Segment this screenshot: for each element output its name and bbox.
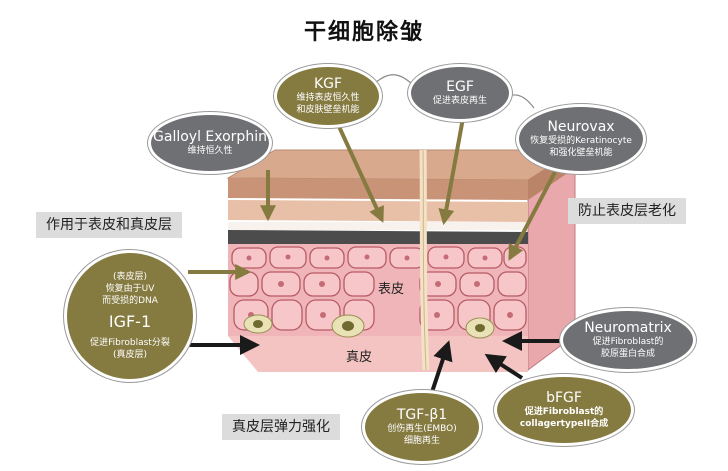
egf-desc: 促进表皮再生 (432, 96, 487, 106)
bubble-neuromatrix: Neuromatrix 促进Fibroblast的 胶原蛋白合成 (560, 308, 696, 372)
tgf-desc-2: 细胞再生 (403, 436, 440, 446)
igf-desc-3: 而受损的DNA (102, 296, 158, 306)
neuromatrix-name: Neuromatrix (584, 320, 672, 336)
bfgf-desc-2: collagertypeII合成 (519, 419, 609, 429)
arrow-neurovax (508, 171, 557, 261)
igf-desc-4: 促进Fibroblast分裂 (90, 338, 170, 348)
neuromatrix-desc-1: 促进Fibroblast的 (592, 337, 664, 347)
galloyl-desc: 维持恒久性 (187, 146, 233, 156)
tgf-name: TGF-β1 (396, 407, 448, 423)
bubble-igf-1: (表皮层) 恢复由于UV 而受损的DNA IGF-1 促进Fibroblast分… (64, 250, 196, 382)
label-dermis-elasticity: 真皮层弹力强化 (222, 414, 340, 440)
label-epidermis-dermis: 作用于表皮和真皮层 (36, 212, 182, 238)
dermis-layer (228, 336, 528, 372)
igf-name: IGF-1 (108, 312, 152, 331)
bfgf-name: bFGF (546, 390, 582, 406)
diagram-title: 干细胞除皱 (303, 20, 424, 45)
region-dermis: 真皮 (346, 350, 373, 365)
bubble-tgf-beta-1: TGF-β1 创伤再生(EMBO) 细胞再生 (362, 390, 482, 464)
igf-desc-1: (表皮层) (112, 272, 148, 282)
kgf-desc-1: 维持表皮恒久性 (296, 93, 360, 103)
galloyl-name: Galloyl Exorphin (153, 129, 267, 145)
egf-name: EGF (446, 79, 474, 95)
bubble-egf: EGF 促进表皮再生 (408, 64, 512, 122)
neurovax-name: Neurovax (547, 119, 615, 135)
bubble-kgf: KGF 维持表皮恒久性 和皮肤壁垒机能 (274, 64, 382, 128)
bfgf-desc-1: 促进Fibroblast的 (524, 407, 604, 417)
igf-desc-2: 恢复由于UV (105, 284, 155, 294)
arrow-bfgf (484, 353, 524, 380)
neurovax-desc-1: 恢复受损的Keratinocyte (530, 136, 632, 146)
connector-egf-neurovax (507, 94, 535, 109)
label-prevent-aging: 防止表皮层老化 (568, 198, 686, 224)
arrow-tgf (430, 340, 453, 393)
bubble-bfgf: bFGF 促进Fibroblast的 collagertypeII合成 (494, 374, 634, 446)
fibroblast-cells (243, 314, 495, 339)
arrow-kgf (334, 119, 384, 223)
region-epidermis: 表皮 (378, 282, 405, 297)
tgf-desc-1: 创伤再生(EMBO) (387, 424, 457, 434)
bubble-neurovax: Neurovax 恢复受损的Keratinocyte 和强化壁垒机能 (516, 104, 646, 174)
kgf-desc-2: 和皮肤壁垒机能 (296, 105, 360, 115)
neuromatrix-desc-2: 胶原蛋白合成 (600, 349, 655, 359)
igf-desc-5: (真皮层) (112, 350, 148, 360)
arrow-egf (438, 117, 465, 226)
kgf-name: KGF (313, 76, 343, 92)
cell-nuclei (246, 254, 513, 318)
neurovax-desc-2: 和强化壁垒机能 (549, 148, 613, 158)
bubble-galloyl-exorphin: Galloyl Exorphin 维持恒久性 (148, 112, 272, 174)
